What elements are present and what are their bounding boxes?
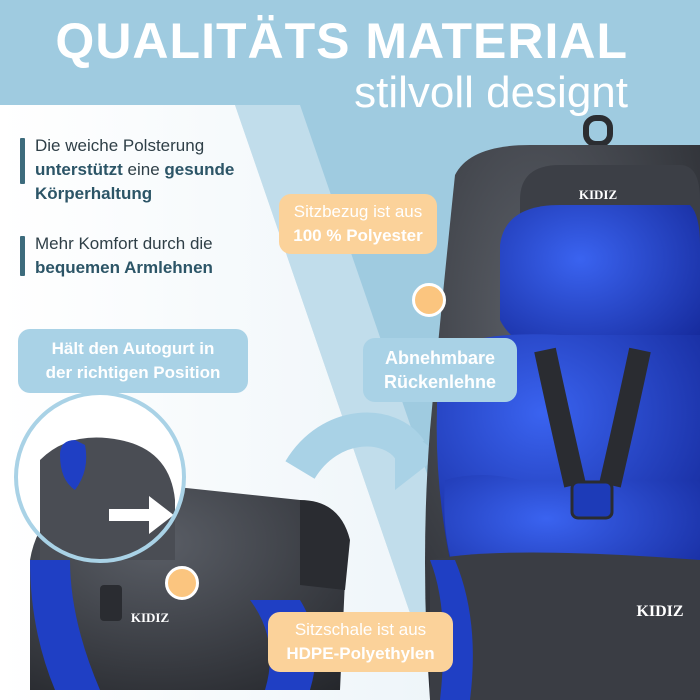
callout-seat-shell: Sitzschale ist aus HDPE-Polyethylen — [268, 612, 453, 672]
zoom-detail-circle — [14, 391, 186, 563]
callout-line: Sitzbezug ist aus — [293, 202, 423, 221]
booster-belt-clip — [100, 585, 122, 621]
seat-brand-top: KIDIZ — [579, 187, 618, 202]
booster-brand: KIDIZ — [131, 610, 170, 625]
rotate-arrow-head — [395, 420, 440, 490]
callout-belt-position: Hält den Autogurt in der richtigen Posit… — [18, 329, 248, 393]
seat-brand-base: KIDIZ — [636, 603, 683, 620]
headrest-handle — [583, 115, 613, 147]
booster-blue-left — [30, 560, 100, 690]
bullet-emphasis: bequemen Armlehnen — [35, 258, 213, 277]
bullet-line: Mehr Komfort durch die — [35, 234, 213, 253]
bullet-emphasis: gesunde — [164, 160, 235, 179]
callout-line: HDPE-Polyethylen — [286, 644, 435, 663]
callout-line: der richtigen Position — [45, 363, 221, 382]
callout-line: Rückenlehne — [383, 372, 497, 392]
callout-removable-backrest: Abnehmbare Rückenlehne — [363, 338, 517, 402]
bullet-text: Mehr Komfort durch die bequemen Armlehne… — [35, 232, 213, 280]
bullet-emphasis: unterstützt — [35, 160, 123, 179]
headline-subtitle: stilvoll designt — [354, 68, 628, 117]
harness-strap-right — [599, 347, 651, 488]
car-seat-illustration: KIDIZ KIDIZ — [425, 115, 700, 700]
zoom-armrest-blue — [60, 440, 87, 490]
booster-armrest-right — [300, 500, 350, 590]
bullet-emphasis: Körperhaltung — [35, 184, 153, 203]
harness-buckle — [570, 480, 614, 520]
callout-seat-cover: Sitzbezug ist aus 100 % Polyester — [279, 194, 437, 254]
bullet-line: bequemen Armlehnen — [35, 256, 213, 280]
headline-title: QUALITÄTS MATERIAL — [55, 13, 628, 69]
bullet-plain: eine — [122, 160, 165, 179]
bullet-line: Körperhaltung — [35, 182, 234, 206]
headline: QUALITÄTS MATERIAL stilvoll designt — [55, 14, 628, 116]
bullet-bar — [20, 236, 25, 276]
callout-line: Hält den Autogurt in — [51, 339, 215, 358]
bullet-text: Die weiche Polsterung unterstützt eine g… — [35, 134, 234, 206]
bullet-line: unterstützt eine gesunde — [35, 158, 234, 182]
bullet-line: Die weiche Polsterung — [35, 136, 205, 155]
feature-bullet-posture: Die weiche Polsterung unterstützt eine g… — [20, 134, 234, 206]
callout-line: Abnehmbare — [384, 348, 496, 368]
callout-line: 100 % Polyester — [293, 226, 423, 245]
callout-line: Sitzschale ist aus — [294, 620, 427, 639]
headrest-pad — [500, 205, 700, 360]
bullet-bar — [20, 138, 25, 184]
seat-base — [430, 552, 700, 700]
feature-bullet-armrests: Mehr Komfort durch die bequemen Armlehne… — [20, 232, 213, 280]
callout-marker-shell — [165, 566, 199, 600]
harness-strap-left — [534, 347, 586, 488]
zoom-arrow-icon — [109, 495, 174, 535]
callout-marker-cover — [412, 283, 446, 317]
